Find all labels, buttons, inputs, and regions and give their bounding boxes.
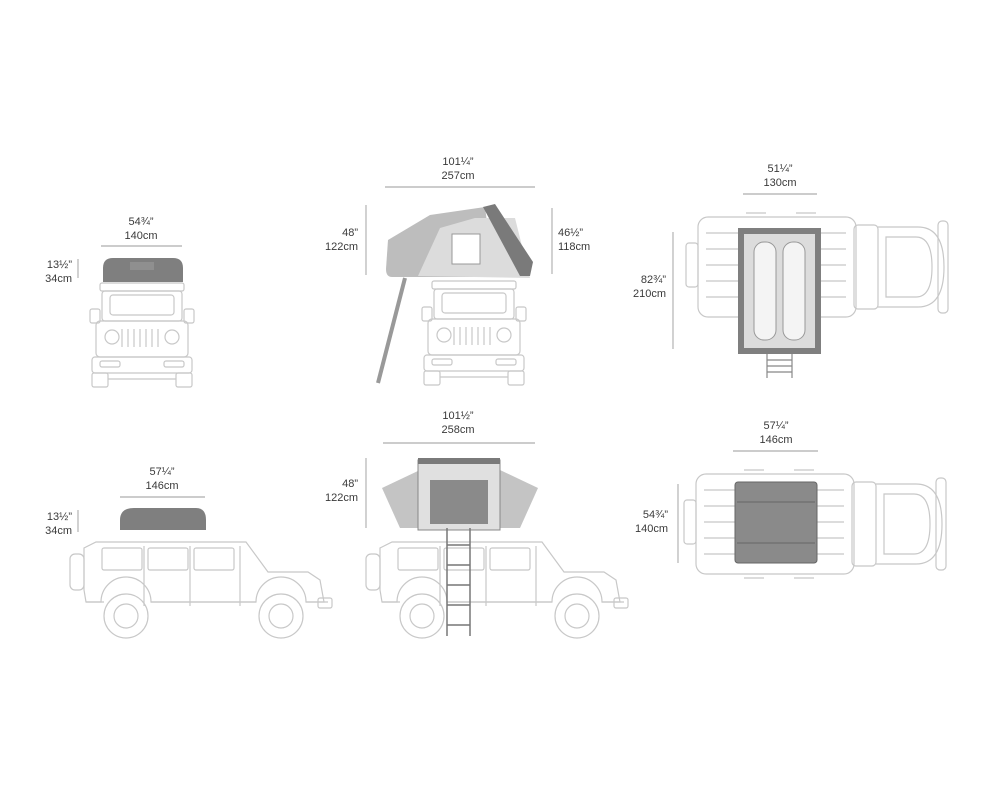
front-open-width-label: 101¼” 257cm (441, 155, 474, 183)
top-open-width-label: 51¼” 130cm (763, 162, 796, 190)
dimension-inches: 48” (342, 227, 358, 239)
vehicle-front-view (89, 282, 195, 388)
side-open-height-label: 48” 122cm (325, 477, 358, 505)
dimension-inches: 13½” (46, 511, 72, 523)
dimension-inches: 13½” (46, 259, 72, 271)
side-closed-height-label: 13½” 34cm (45, 510, 72, 538)
vehicle-front-view-open (421, 280, 527, 386)
dimension-inches: 57¼” (763, 420, 789, 432)
dimension-inches: 54¾” (642, 509, 668, 521)
dimension-cm: 34cm (45, 273, 72, 285)
dimension-cm: 258cm (441, 424, 475, 436)
dimension-cm: 34cm (45, 525, 72, 537)
dimension-cm: 122cm (324, 241, 358, 253)
front-open-height-left-label: 48” 122cm (325, 226, 358, 254)
dimension-cm: 118cm (558, 241, 591, 253)
top-closed-length-label: 54¾” 140cm (635, 508, 668, 536)
dimension-inches: 101½” (442, 410, 474, 422)
tent-top-closed (734, 481, 818, 564)
tent-side-open (382, 458, 538, 636)
dimension-inches: 48” (342, 478, 358, 490)
front-open-height-right-label: 46½” 118cm (558, 226, 590, 254)
dimension-inches: 57¼” (149, 466, 175, 478)
dimension-lines (77, 186, 818, 563)
dimension-inches: 46½” (558, 227, 584, 239)
tent-side-closed (120, 508, 206, 530)
dimension-cm: 146cm (145, 480, 179, 492)
dimension-cm: 257cm (441, 170, 475, 182)
vehicle-side-view-open (365, 541, 629, 639)
top-open-length-label: 82¾” 210cm (633, 273, 666, 301)
dimension-cm: 146cm (759, 434, 793, 446)
vehicle-side-view (69, 541, 333, 639)
front-closed-height-label: 13½” 34cm (45, 258, 72, 286)
side-open-width-label: 101½” 258cm (441, 409, 474, 437)
dimension-cm: 140cm (124, 230, 158, 242)
front-closed-width-label: 54¾” 140cm (124, 215, 157, 243)
dimension-cm: 210cm (632, 288, 666, 300)
top-closed-width-label: 57¼” 146cm (759, 419, 792, 447)
dimension-inches: 51¼” (767, 163, 793, 175)
dimension-cm: 122cm (324, 492, 358, 504)
tent-front-closed (103, 258, 183, 282)
dimension-cm: 130cm (763, 177, 797, 189)
dimension-cm: 140cm (634, 523, 668, 535)
dimension-inches: 101¼” (442, 156, 474, 168)
side-closed-width-label: 57¼” 146cm (145, 465, 178, 493)
dimension-inches: 54¾” (128, 216, 154, 228)
tent-front-open (376, 204, 533, 384)
dimension-inches: 82¾” (640, 274, 666, 286)
tent-top-open (738, 228, 821, 378)
